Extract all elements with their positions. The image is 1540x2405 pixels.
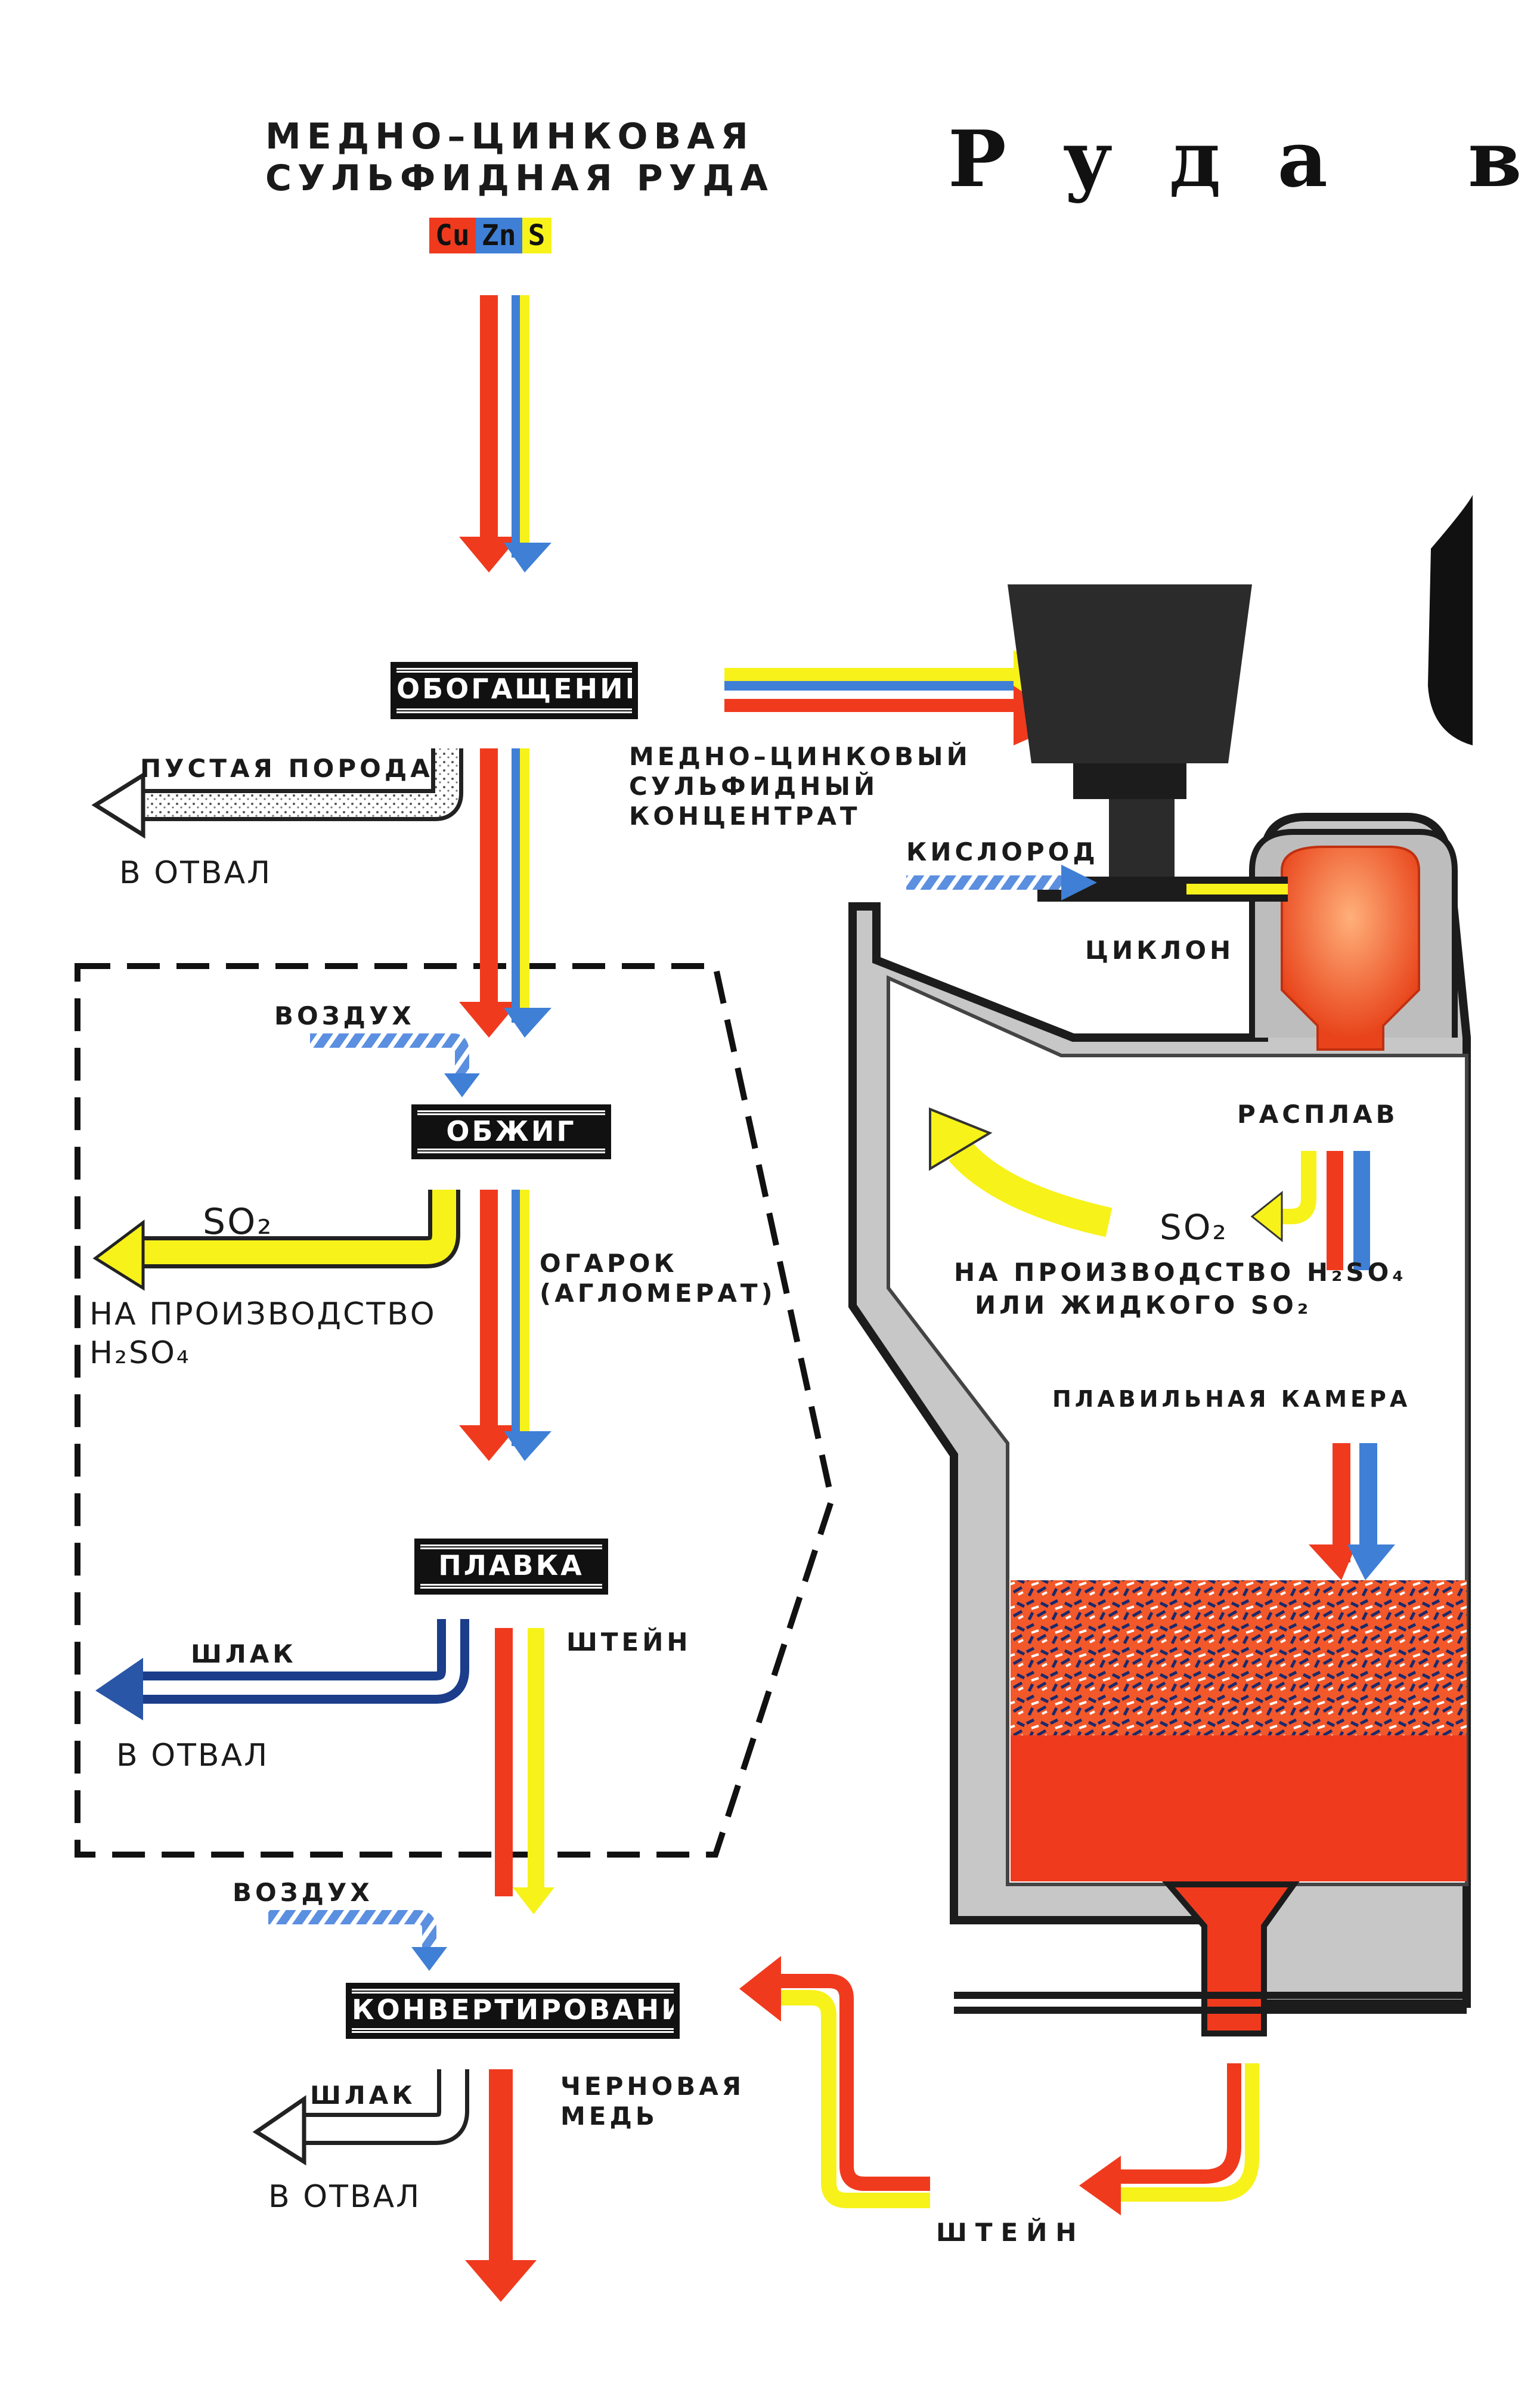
right-production-1: НА ПРОИЗВОДСТВО H₂SO₄ bbox=[954, 1258, 1407, 1287]
production-label: НА ПРОИЗВОДСТВО bbox=[89, 1296, 436, 1332]
slag-arrow-converting bbox=[252, 2069, 469, 2166]
ore-title-line1: МЕДНО–ЦИНКОВАЯ bbox=[265, 116, 754, 157]
dump-label-1: В ОТВАЛ bbox=[119, 855, 272, 891]
so2-right-label: SO₂ bbox=[1160, 1207, 1228, 1248]
matte-label-2: ШТЕЙН bbox=[936, 2218, 1085, 2247]
stage-smelting: ПЛАВКА bbox=[414, 1539, 608, 1595]
matte-label-1: ШТЕЙН bbox=[566, 1627, 692, 1657]
air-arrow-roasting bbox=[310, 1033, 480, 1097]
slag-label-2: ШЛАК bbox=[310, 2081, 416, 2110]
chamber-down-arrow bbox=[1309, 1443, 1395, 1580]
process-boundary bbox=[75, 963, 835, 1858]
slag-arrow bbox=[95, 1619, 469, 1720]
furnace bbox=[848, 495, 1473, 2036]
so2-left-label: SO₂ bbox=[203, 1201, 274, 1243]
cyclone-label: ЦИКЛОН bbox=[1085, 936, 1235, 965]
melting-chamber-label: ПЛАВИЛЬНАЯ КАМЕРА bbox=[1052, 1386, 1411, 1412]
stage-roasting: ОБЖИГ bbox=[411, 1104, 611, 1159]
concentrate-to-furnace-arrow bbox=[724, 650, 1067, 745]
page-title: Руда в bbox=[948, 113, 1540, 205]
melt-label: РАСПЛАВ bbox=[1237, 1100, 1399, 1129]
h2so4-label: H₂SO₄ bbox=[89, 1335, 191, 1371]
stage-converting: КОНВЕРТИРОВАНИЕ bbox=[346, 1983, 705, 2039]
sulfur-chip: S bbox=[522, 218, 551, 253]
air-arrow-converting bbox=[268, 1910, 447, 1971]
matte-return-arrow bbox=[739, 1956, 1259, 2215]
cinder-flow-arrow bbox=[459, 1190, 551, 1461]
blister-label-1: ЧЕРНОВАЯ bbox=[560, 2072, 745, 2101]
right-production-2: ИЛИ ЖИДКОГО SO₂ bbox=[975, 1290, 1312, 1320]
stage-beneficiation: ОБОГАЩЕНИЕ bbox=[391, 662, 644, 719]
blister-copper-arrow bbox=[465, 2069, 537, 2302]
dump-label-2: В ОТВАЛ bbox=[116, 1738, 269, 1773]
copper-chip: Cu bbox=[429, 218, 476, 253]
gangue-label: ПУСТАЯ ПОРОДА bbox=[140, 754, 433, 783]
gangue-arrow bbox=[91, 748, 463, 839]
matte-flow-arrow bbox=[495, 1628, 554, 1914]
oxygen-label: КИСЛОРОД bbox=[906, 837, 1099, 866]
dump-label-3: В ОТВАЛ bbox=[268, 2179, 422, 2215]
oxygen-arrow bbox=[906, 865, 1097, 900]
so2-right-arrow bbox=[929, 1107, 1316, 1243]
concentrate-label-3: КОНЦЕНТРАТ bbox=[629, 801, 861, 831]
ore-title-line2: СУЛЬФИДНАЯ РУДА bbox=[265, 157, 774, 199]
melt-arrow bbox=[1327, 1151, 1370, 1270]
blister-label-2: МЕДЬ bbox=[560, 2101, 658, 2131]
air-label-2: ВОЗДУХ bbox=[233, 1878, 373, 1907]
cinder-label-1: ОГАРОК bbox=[540, 1249, 678, 1278]
concentrate-flow-arrow bbox=[459, 748, 551, 1038]
concentrate-label-2: СУЛЬФИДНЫЙ bbox=[629, 772, 879, 801]
zinc-chip: Zn bbox=[475, 218, 522, 253]
slag-label-1: ШЛАК bbox=[191, 1639, 297, 1669]
ore-flow-arrow bbox=[459, 295, 551, 572]
air-label-1: ВОЗДУХ bbox=[274, 1001, 415, 1030]
so2-left-arrow bbox=[92, 1190, 460, 1291]
cinder-label-2: (АГЛОМЕРАТ) bbox=[540, 1279, 776, 1308]
concentrate-label-1: МЕДНО–ЦИНКОВЫЙ bbox=[629, 742, 971, 771]
